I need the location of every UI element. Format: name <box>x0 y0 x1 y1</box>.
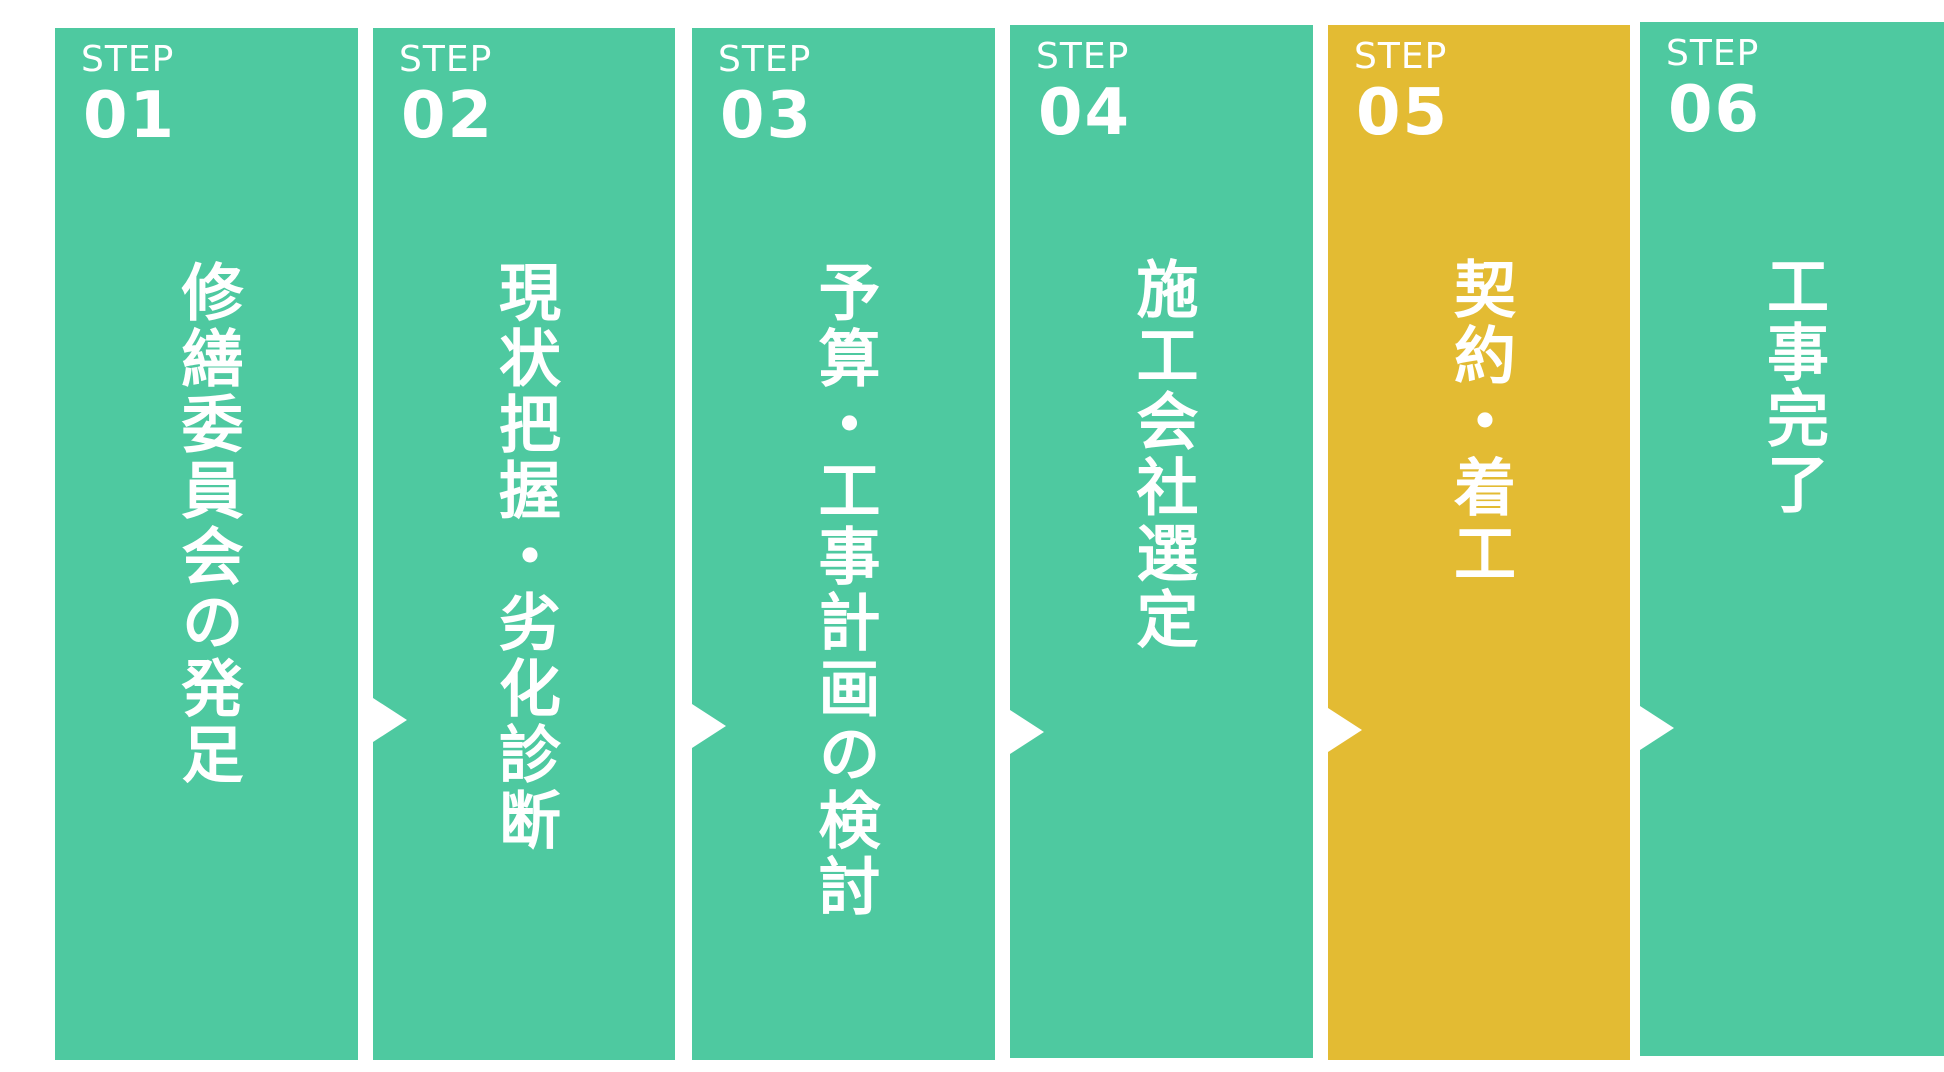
step-number: 03 <box>720 79 814 153</box>
step-label: STEP <box>718 39 812 80</box>
step-number: 06 <box>1668 73 1762 147</box>
step-label: STEP <box>1354 36 1448 77</box>
step-label: STEP <box>399 39 493 80</box>
step-05-card: STEP 05 契約・着工 <box>1328 25 1630 1060</box>
step-01-card: STEP 01 修繕委員会の発足 <box>55 28 358 1060</box>
step-title: 現状把握・劣化診断 <box>488 260 561 854</box>
step-03-card: STEP 03 予算・工事計画の検討 <box>692 28 995 1060</box>
step-number: 01 <box>83 79 177 153</box>
step-title: 修繕委員会の発足 <box>170 260 244 788</box>
step-arrow-icon <box>1010 710 1044 754</box>
step-number: 02 <box>401 79 495 153</box>
step-label: STEP <box>1666 33 1760 74</box>
step-arrow-icon <box>373 698 407 742</box>
step-04-card: STEP 04 施工会社選定 <box>1010 25 1313 1058</box>
step-arrow-icon <box>692 704 726 748</box>
step-arrow-icon <box>1328 708 1362 752</box>
step-label: STEP <box>81 39 175 80</box>
step-06-card: STEP 06 工事完了 <box>1640 22 1944 1056</box>
step-label: STEP <box>1036 36 1130 77</box>
step-title: 工事完了 <box>1756 254 1829 518</box>
step-number: 05 <box>1356 76 1450 150</box>
step-title: 施工会社選定 <box>1125 257 1199 653</box>
step-arrow-icon <box>1640 706 1674 750</box>
step-02-card: STEP 02 現状把握・劣化診断 <box>373 28 675 1060</box>
step-title: 予算・工事計画の検討 <box>807 260 881 920</box>
step-number: 04 <box>1038 76 1132 150</box>
step-title: 契約・着工 <box>1443 257 1516 587</box>
